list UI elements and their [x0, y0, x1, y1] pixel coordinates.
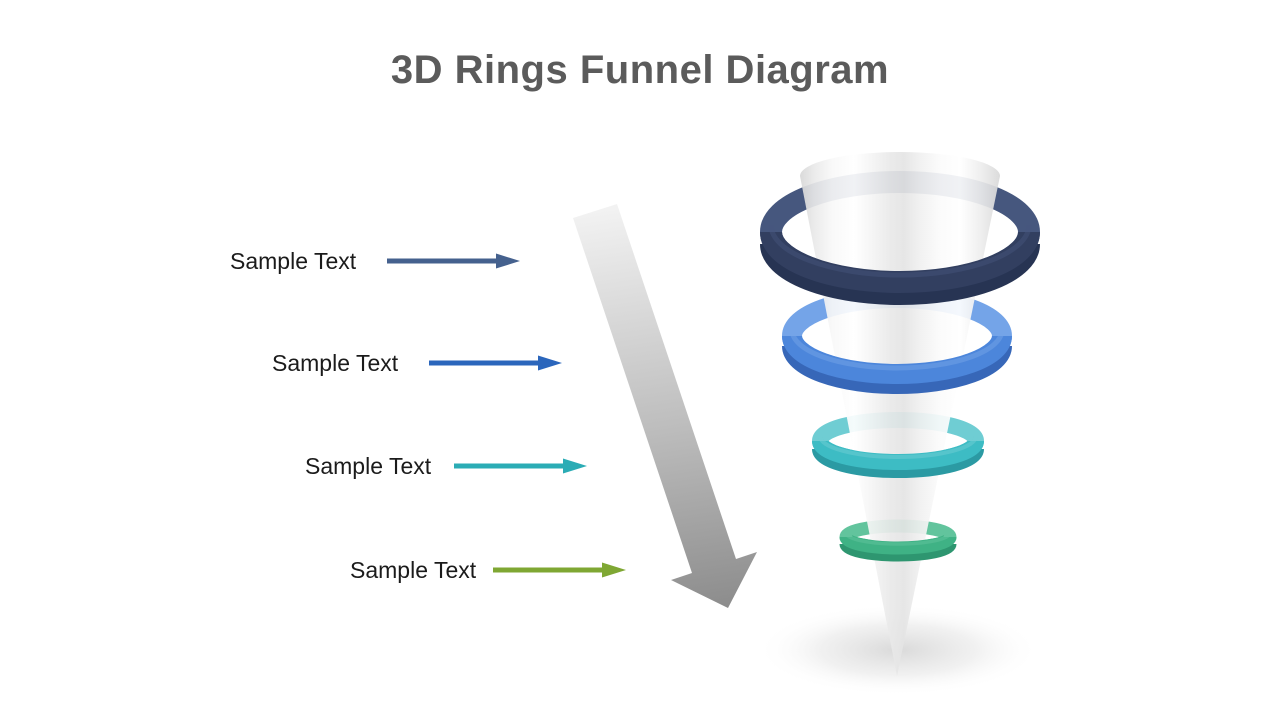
ring-4-side	[839, 541, 957, 562]
ring-3-highlight	[818, 435, 978, 459]
item-4-label: Sample Text	[350, 557, 477, 583]
arrow-head	[538, 355, 563, 371]
ring-4-highlight	[844, 532, 952, 546]
ring-1-highlight	[768, 224, 1032, 278]
ring-1-face	[760, 231, 1040, 293]
ring-2-front	[782, 329, 1012, 394]
slide-title: 3D Rings Funnel Diagram	[390, 48, 890, 92]
funnel-item-row-4: Sample Text	[350, 555, 628, 585]
item-3-label: Sample Text	[305, 453, 432, 479]
arrow-head	[563, 458, 588, 474]
big-down-arrow	[573, 204, 757, 608]
ring-3-front	[812, 435, 984, 478]
item-1-right-arrow-icon	[387, 253, 521, 269]
arrow-head	[496, 253, 521, 269]
ring-3-face	[812, 439, 984, 470]
funnel-item-row-1: Sample Text	[230, 246, 522, 276]
funnel-item-row-3: Sample Text	[305, 451, 589, 481]
funnel-item-row-2: Sample Text	[272, 348, 564, 378]
item-1-label: Sample Text	[230, 248, 357, 274]
funnel-cone	[800, 152, 1000, 676]
arrow-head	[602, 562, 627, 578]
item-2-right-arrow-icon	[429, 355, 563, 371]
item-4-right-arrow-icon	[493, 562, 627, 578]
ring-1-front	[760, 224, 1040, 305]
ring-4-front	[839, 532, 957, 562]
item-2-label: Sample Text	[272, 350, 399, 376]
ring-4-face	[839, 534, 957, 555]
item-3-right-arrow-icon	[454, 458, 588, 474]
ring-2-face	[782, 334, 1012, 384]
ring-2-highlight	[789, 329, 1005, 371]
